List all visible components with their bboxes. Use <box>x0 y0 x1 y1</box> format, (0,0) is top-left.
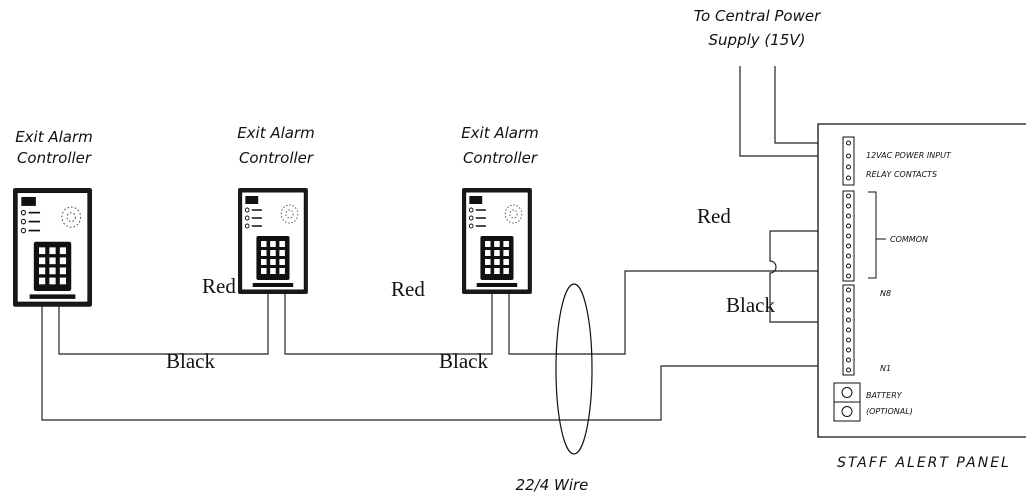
controller-3 <box>461 187 533 295</box>
black-wire-to-panel <box>508 270 846 355</box>
battery-terminal-2 <box>841 406 853 417</box>
controller-1 <box>12 187 93 308</box>
staff-alert-panel: 12VAC POWER INPUT RELAY CONTACTS COMMON … <box>817 123 1026 438</box>
wire-spec-label: 22/4 Wire <box>516 476 589 494</box>
terminal-block-zones <box>846 287 851 373</box>
red-label-panel: Red <box>697 204 731 228</box>
red-label-controller-3: Red <box>391 277 425 301</box>
red-label-controller-2: Red <box>202 274 236 298</box>
wire-bundle-marker <box>555 283 593 455</box>
black-wire-1-2 <box>58 294 269 355</box>
battery-terminal-1 <box>841 387 853 398</box>
terminal-block-common <box>846 193 851 279</box>
power-wire-1 <box>739 66 846 157</box>
power-supply-label-line1: To Central Power <box>694 7 821 25</box>
black-wire-2-3 <box>284 294 493 355</box>
n8-label: N8 <box>880 289 891 298</box>
terminal-block-power <box>846 140 851 181</box>
panel-title: STAFF ALERT PANEL <box>837 455 1011 471</box>
battery-label-line2: (OPTIONAL) <box>866 407 913 416</box>
black-label-panel: Black <box>726 293 775 317</box>
red-common-wire <box>769 230 846 323</box>
controller-2 <box>237 187 309 295</box>
controller-1-label-line1: Exit Alarm <box>15 128 93 146</box>
black-label-1-2: Black <box>166 349 215 373</box>
relay-contacts-label: RELAY CONTACTS <box>866 170 937 179</box>
controller-1-label-line2: Controller <box>17 149 92 167</box>
controller-2-label-line1: Exit Alarm <box>237 124 315 142</box>
n1-label: N1 <box>880 364 891 373</box>
power-input-label: 12VAC POWER INPUT <box>866 151 952 160</box>
outer-wire-to-n1 <box>41 306 846 421</box>
power-supply-label-line2: Supply (15V) <box>709 31 806 49</box>
wiring <box>41 66 846 455</box>
controller-3-label-line1: Exit Alarm <box>461 124 539 142</box>
black-label-2-3: Black <box>439 349 488 373</box>
controller-2-label-line2: Controller <box>239 149 314 167</box>
battery-label-line1: BATTERY <box>866 391 903 400</box>
common-label: COMMON <box>890 235 928 244</box>
controller-3-label-line2: Controller <box>463 149 538 167</box>
